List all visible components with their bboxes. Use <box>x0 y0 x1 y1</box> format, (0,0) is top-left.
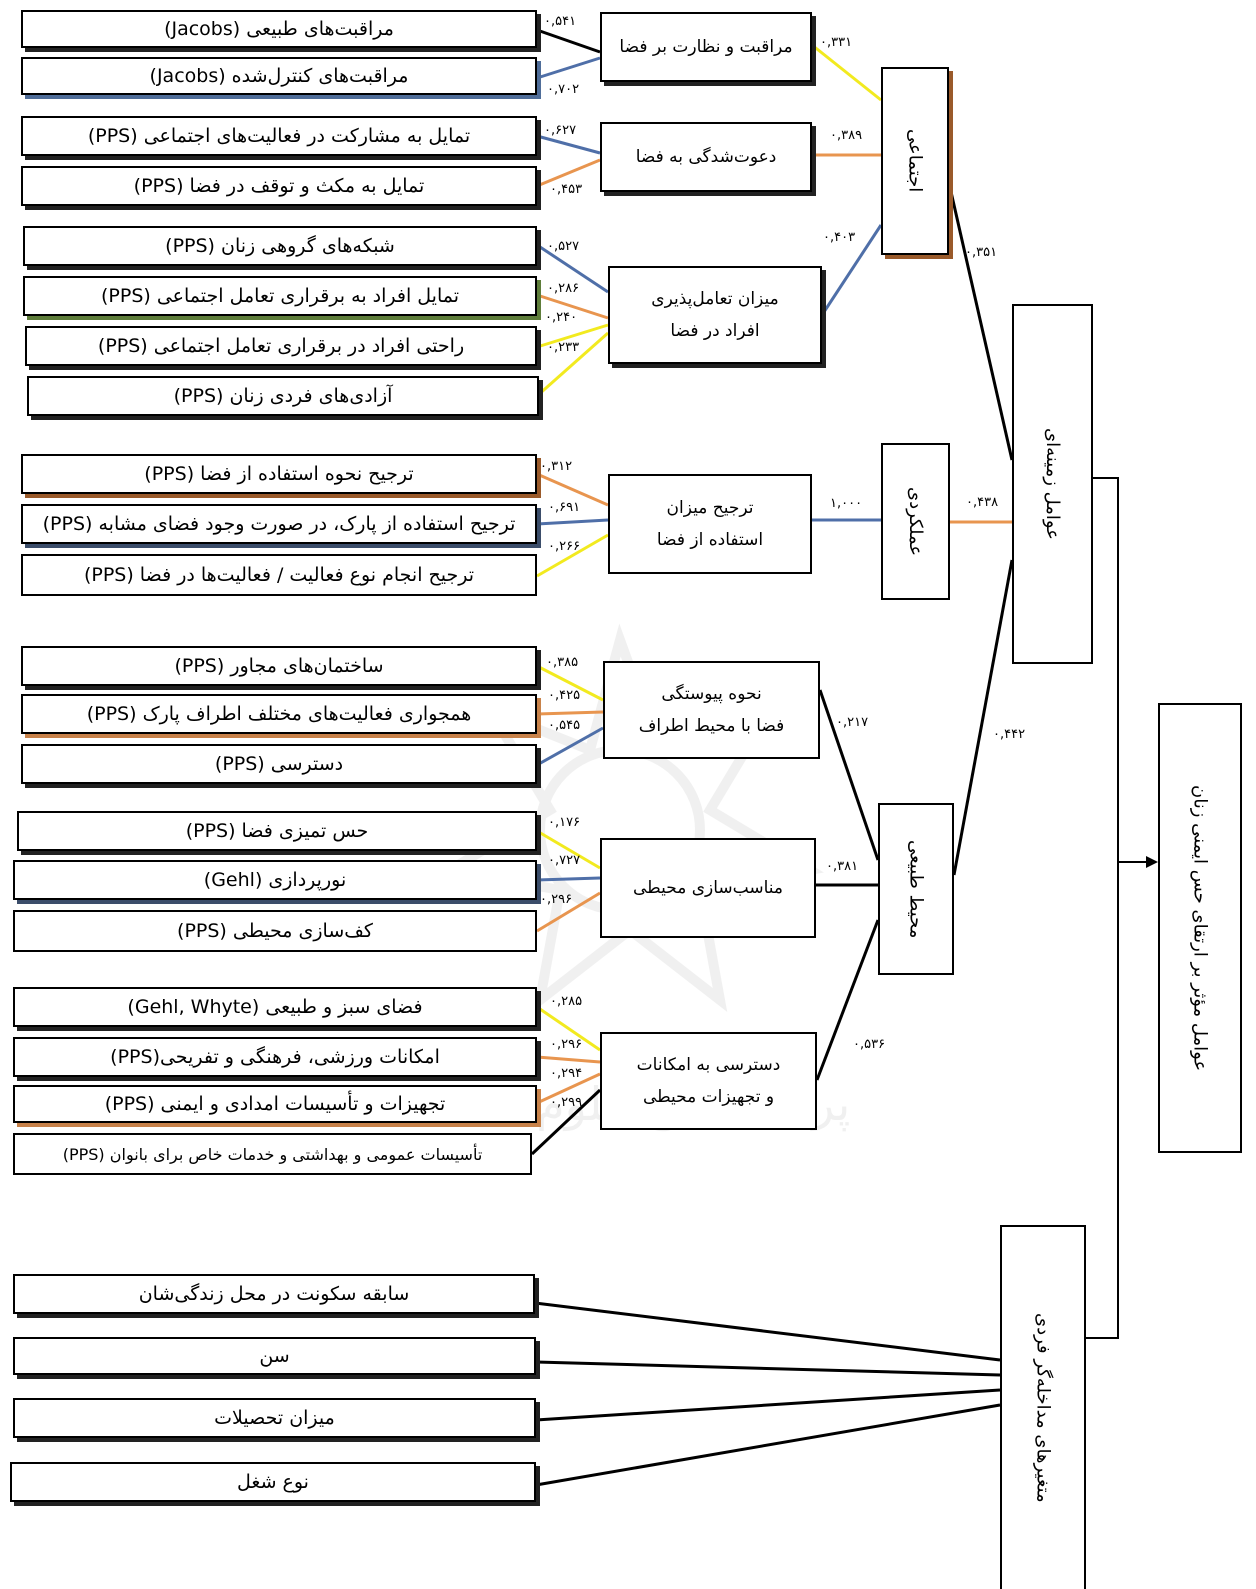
subfactor-use-preference-line2: استفاده از فضا <box>656 530 764 550</box>
coef-i21: ۰,۲۹۹ <box>550 1095 583 1110</box>
coef-i11: ۰,۲۶۶ <box>548 539 581 554</box>
indicator-comfort-interaction: راحتی افراد در برقراری تعامل اجتماعی (PP… <box>25 326 537 366</box>
indicator-safety-equipment: تجهیزات و تأسیسات امدادی و ایمنی (PPS) <box>13 1085 537 1123</box>
coef-i20: ۰,۲۹۴ <box>550 1066 583 1081</box>
subfactor-environment: مناسب‌سازی محیطی <box>600 838 816 938</box>
coef-i12: ۰,۳۸۵ <box>546 655 579 670</box>
indicator-green-space: فضای سبز و طبیعی (Gehl, Whyte) <box>13 987 537 1027</box>
coef-i13: ۰,۴۲۵ <box>548 688 581 703</box>
coef-i7: ۰,۲۴۰ <box>545 310 578 325</box>
subfactor-interaction-line1: میزان تعامل‌پذیری <box>651 288 779 309</box>
coef-i2: ۰,۷۰۲ <box>547 82 580 97</box>
coef-i15: ۰,۱۷۶ <box>548 815 581 830</box>
coef-i6: ۰,۲۸۶ <box>547 281 580 296</box>
indicator-activity-preference: ترجیح انجام نوع فعالیت / فعالیت‌ها در فض… <box>21 554 537 596</box>
indicator-pavement: کف‌سازی محیطی (PPS) <box>13 910 537 952</box>
indicator-women-freedom: آزادی‌های فردی زنان (PPS) <box>27 376 539 416</box>
coef-i8: ۰,۲۳۳ <box>547 340 580 355</box>
subfactor-connection-line2: فضا با محیط اطراف <box>638 716 785 736</box>
coef-i1: ۰,۵۴۱ <box>544 14 577 29</box>
indicator-space-use-preference: ترجیح نحوه استفاده از فضا (PPS) <box>21 454 537 494</box>
indicator-park-preference: ترجیح استفاده از پارک، در صورت وجود فضای… <box>21 504 537 544</box>
coef-i14: ۰,۵۴۵ <box>548 718 581 733</box>
coef-i3: ۰,۶۲۷ <box>544 123 577 138</box>
coef-i10: ۰,۶۹۱ <box>548 500 581 515</box>
intervening-variables: متغیرهای مداخله‌گر فردی <box>1000 1225 1086 1589</box>
indicator-public-facilities: تأسیسات عمومی و بهداشتی و خدمات خاص برای… <box>13 1133 532 1175</box>
main-factor-contextual: عوامل زمینه‌ای <box>1012 304 1093 664</box>
indicator-social-participation: تمایل به مشارکت در فعالیت‌های اجتماعی (P… <box>21 116 537 156</box>
coef-connection: ۰,۲۱۷ <box>836 715 869 730</box>
indicator-natural-surveillance: مراقبت‌های طبیعی (Jacobs) <box>21 10 537 48</box>
coef-i17: ۰,۲۹۶ <box>540 892 573 907</box>
subfactor-use-preference: ترجیح میزان استفاده از فضا <box>608 474 812 574</box>
subfactor-access: دسترسی به امکانات و تجهیزات محیطی <box>600 1032 817 1130</box>
personal-age: سن <box>13 1337 536 1375</box>
indicator-cleanliness: حس تمیزی فضا (PPS) <box>17 811 537 851</box>
coef-i18: ۰,۲۸۵ <box>550 994 583 1009</box>
indicator-controlled-surveillance: مراقبت‌های کنترل‌شده (Jacobs) <box>21 57 537 95</box>
indicator-women-networks: شبکه‌های گروهی زنان (PPS) <box>23 226 537 266</box>
coef-interaction: ۰,۴۰۳ <box>823 230 856 245</box>
indicator-lighting: نورپردازی (Gehl) <box>13 860 537 900</box>
coef-i16: ۰,۷۲۷ <box>548 853 581 868</box>
coef-access: ۰,۵۳۶ <box>853 1037 886 1052</box>
indicator-pause-in-space: تمایل به مکث و توقف در فضا (PPS) <box>21 166 537 206</box>
coef-environment: ۰,۳۸۱ <box>826 859 859 874</box>
coef-i4: ۰,۴۵۳ <box>550 182 583 197</box>
dimension-social: اجتماعی <box>881 67 949 255</box>
subfactor-invited: دعوت‌شدگی به فضا <box>600 122 812 192</box>
personal-education: میزان تحصیلات <box>13 1398 536 1438</box>
subfactor-connection: نحوه پیوستگی فضا با محیط اطراف <box>603 661 820 759</box>
coef-i9: ۰,۳۱۲ <box>540 459 573 474</box>
dimension-functional: عملکردی <box>881 443 950 600</box>
personal-occupation: نوع شغل <box>10 1462 536 1502</box>
coef-functional: ۰,۴۳۸ <box>966 495 999 510</box>
indicator-accessibility: دسترسی (PPS) <box>21 744 537 784</box>
indicator-adjacent-buildings: ساختمان‌های مجاور (PPS) <box>21 646 537 686</box>
coef-care: ۰,۳۳۱ <box>820 35 853 50</box>
dimension-natural: محیط طبیعی <box>878 803 954 975</box>
subfactor-access-line1: دسترسی به امکانات <box>636 1054 781 1075</box>
indicator-adjacent-activities: همجواری فعالیت‌های مختلف اطراف پارک (PPS… <box>21 694 537 734</box>
coef-i5: ۰,۵۲۷ <box>547 239 580 254</box>
coef-use-preference: ۱,۰۰۰ <box>830 496 863 511</box>
subfactor-use-preference-line1: ترجیح میزان <box>666 497 754 518</box>
subfactor-connection-line1: نحوه پیوستگی <box>661 683 762 704</box>
outcome-women-safety: عوامل مؤثر بر ارتقای حس ایمنی زنان <box>1158 703 1242 1153</box>
coef-i19: ۰,۲۹۶ <box>550 1037 583 1052</box>
coef-invited: ۰,۳۸۹ <box>830 128 863 143</box>
coef-social: ۰,۳۵۱ <box>965 245 998 260</box>
subfactor-access-line2: و تجهیزات محیطی <box>642 1087 775 1107</box>
indicator-willingness-interaction: تمایل افراد به برقراری تعامل اجتماعی (PP… <box>23 276 537 316</box>
subfactor-interaction: میزان تعامل‌پذیری افراد در فضا <box>608 266 822 364</box>
personal-residence-history: سابقه سکونت در محل زندگی‌شان <box>13 1274 535 1314</box>
indicator-sport-facilities: امکانات ورزشی، فرهنگی و تفریحی(PPS) <box>13 1037 537 1077</box>
coef-natural: ۰,۴۴۲ <box>993 727 1026 742</box>
subfactor-interaction-line2: افراد در فضا <box>670 321 760 341</box>
subfactor-care: مراقبت و نظارت بر فضا <box>600 12 812 82</box>
